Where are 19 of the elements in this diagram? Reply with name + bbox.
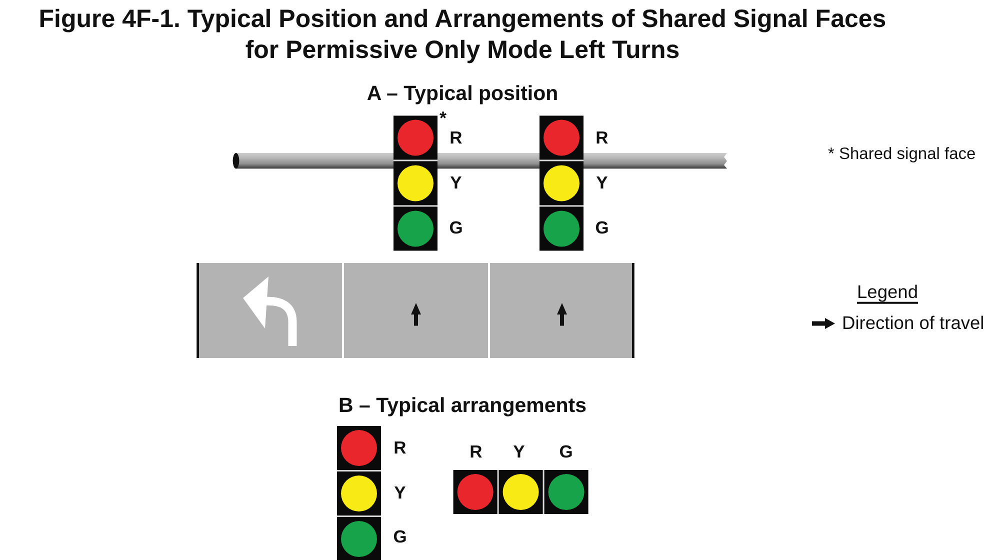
lens-label: Y (596, 174, 608, 192)
lens-label: G (449, 219, 463, 237)
lens-label: R (596, 129, 608, 147)
footnote-text: * Shared signal face (828, 146, 976, 162)
legend-heading: Legend (857, 282, 918, 302)
lens-label: R (394, 439, 406, 457)
lens-label: R (470, 443, 482, 461)
lens-label: Y (513, 443, 525, 461)
lens-label: G (595, 219, 609, 237)
lens-label: R (450, 129, 462, 147)
footnote-mark: * (440, 109, 446, 127)
lens-label: G (393, 528, 407, 546)
figure-title: Figure 4F-1. Typical Position and Arrangements of Shared Signal Faces for Permissive Only Mode Left Turns (38, 4, 888, 66)
section-heading: A – Typical position (366, 83, 558, 104)
section-heading: B – Typical arrangements (338, 396, 586, 416)
lens-label: G (559, 443, 573, 461)
legend-text: Direction of travel (842, 314, 984, 332)
lens-label: Y (450, 174, 462, 192)
lens-label: Y (394, 484, 406, 502)
